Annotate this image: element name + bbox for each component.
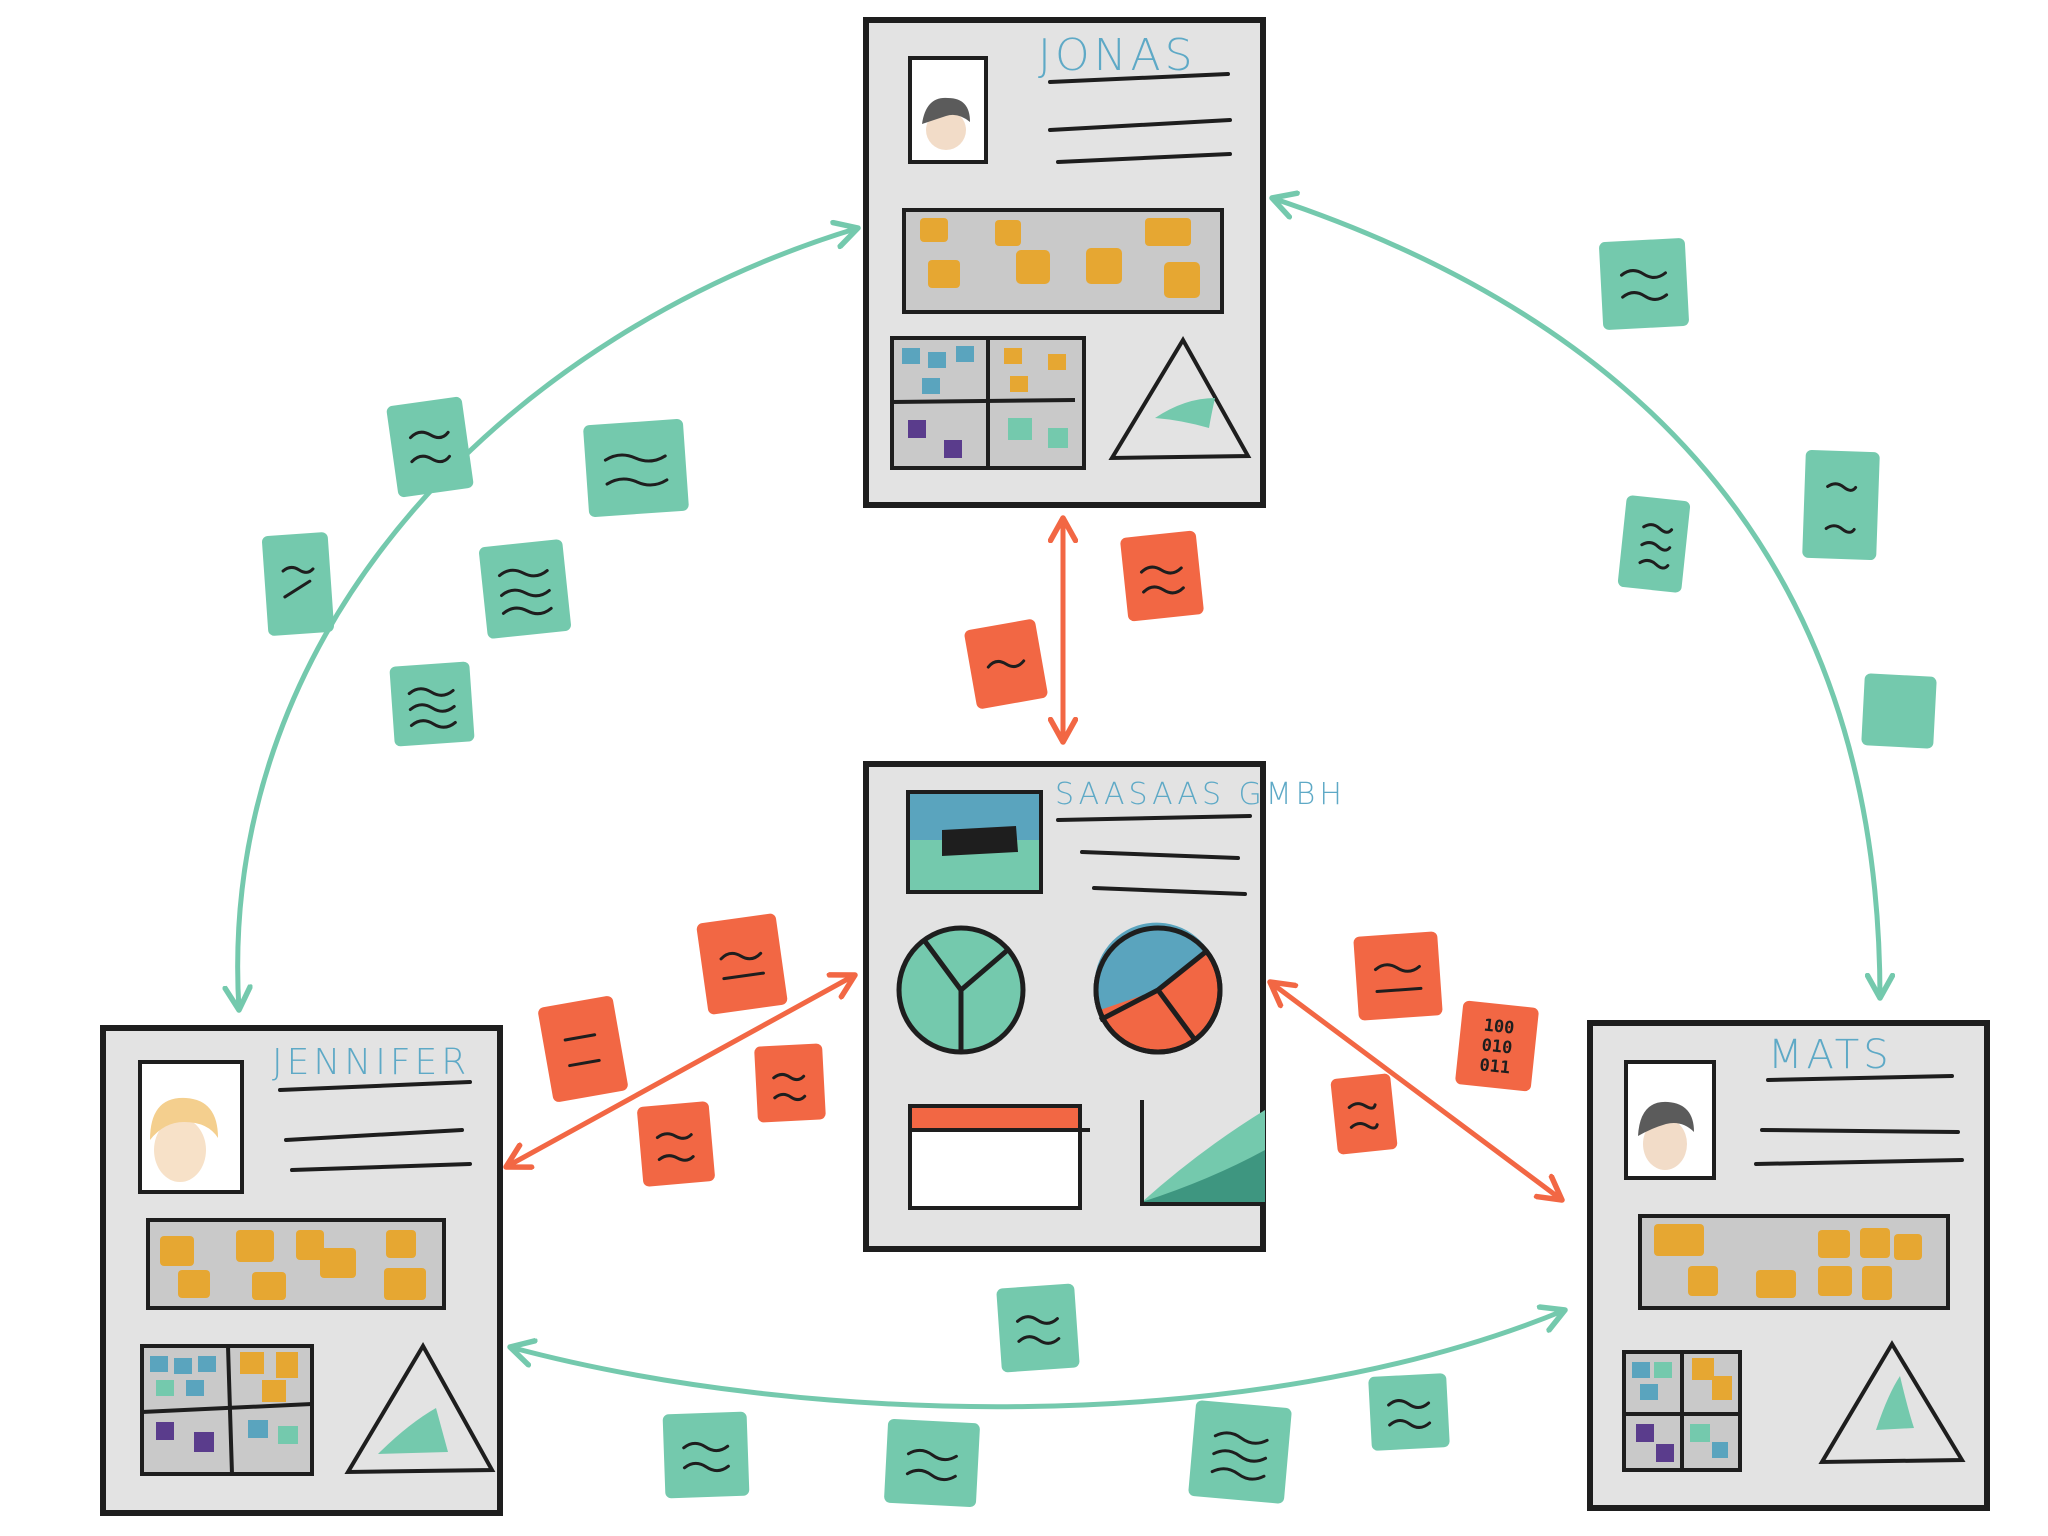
- company-card: SAASAAS GMBH: [863, 761, 1346, 1252]
- message-note: [1188, 1400, 1292, 1504]
- profile-name: JONAS: [1038, 30, 1197, 81]
- connection-company-mats: [1270, 982, 1562, 1200]
- connection-jennifer-mats: [510, 1310, 1565, 1410]
- profile-card-mats: MATS: [1587, 1020, 1990, 1511]
- message-note: [1330, 1073, 1398, 1155]
- pyramid-chart: [344, 1341, 496, 1475]
- message-note: [583, 419, 689, 517]
- pie-chart-orange: [1093, 922, 1223, 1055]
- message-note: [696, 913, 788, 1015]
- profile-card-jonas: JONAS: [863, 17, 1266, 508]
- sticky-notes: [160, 1230, 426, 1300]
- peer-connections: [238, 198, 1880, 1410]
- peer-message-notes: [261, 238, 1937, 1508]
- table-widget: [908, 1104, 1090, 1210]
- binary-line: 011: [1478, 1055, 1511, 1078]
- message-note: [1353, 931, 1443, 1021]
- message-note: [386, 396, 474, 498]
- kanban-notes: [902, 346, 1068, 458]
- kanban-notes: [150, 1352, 298, 1452]
- company-connections: [506, 518, 1562, 1200]
- sticky-notes: [1654, 1224, 1922, 1300]
- message-note: [637, 1101, 715, 1187]
- sticky-notes: [920, 218, 1200, 298]
- message-note: [1802, 449, 1880, 561]
- avatar-face: [154, 1118, 206, 1182]
- company-message-notes: 100 010 011: [538, 530, 1539, 1187]
- binary-data-note: 100 010 011: [1455, 1000, 1539, 1092]
- profile-name: MATS: [1768, 1032, 1893, 1078]
- profile-card-jennifer: JENNIFER: [100, 1025, 503, 1516]
- area-chart: [1140, 1100, 1265, 1206]
- message-note: [662, 1411, 750, 1499]
- message-note: [1120, 530, 1204, 622]
- message-note: [261, 532, 335, 636]
- binary-line: 010: [1481, 1035, 1514, 1058]
- avatar-face: [1643, 1118, 1687, 1170]
- connection-company-jennifer: [506, 975, 855, 1167]
- avatar-face: [926, 110, 966, 150]
- connection-jonas-mats: [1272, 198, 1880, 998]
- message-note: [884, 1418, 980, 1508]
- pie-chart-green: [896, 925, 1026, 1055]
- message-note: [479, 539, 571, 639]
- message-note: [964, 619, 1048, 709]
- message-note: [389, 661, 475, 747]
- message-note: [996, 1283, 1080, 1373]
- message-note: [1368, 1373, 1450, 1451]
- binary-line: 100: [1483, 1016, 1516, 1039]
- message-note: [1861, 673, 1937, 749]
- kanban-notes: [1632, 1358, 1732, 1462]
- connection-jonas-jennifer: [238, 228, 858, 1010]
- pyramid-chart: [1108, 336, 1252, 461]
- message-note: [1617, 495, 1691, 593]
- profile-name: JENNIFER: [272, 1042, 470, 1083]
- message-note: [754, 1043, 826, 1123]
- message-note: [1599, 238, 1689, 330]
- message-note: [538, 996, 628, 1102]
- company-name: SAASAAS GMBH: [1055, 777, 1346, 812]
